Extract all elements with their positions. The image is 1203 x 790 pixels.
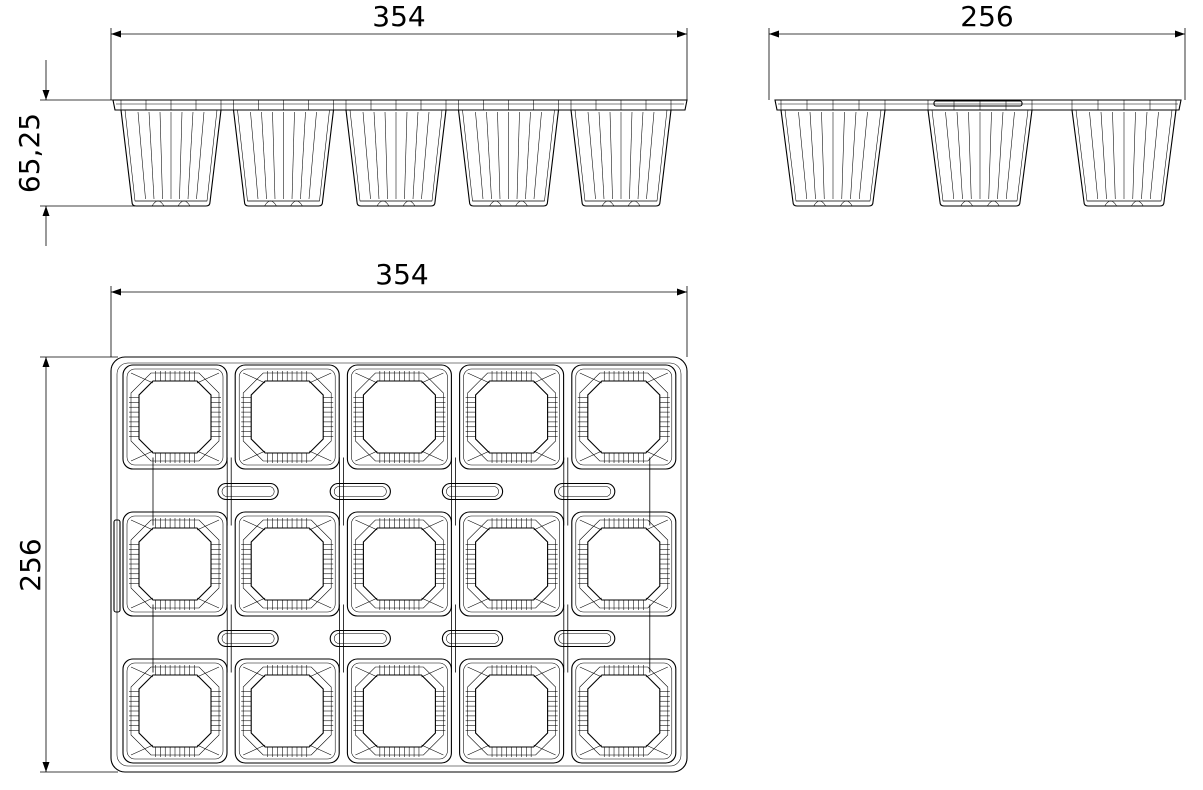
pot-cell-r3-c4: [459, 658, 565, 764]
pot-cell-r3-c5: [571, 658, 677, 764]
pot-cell-r2-c5: [571, 511, 677, 617]
pot-cell-r3-c2: [234, 658, 340, 764]
top-width-label: 354: [375, 258, 428, 291]
front-pot-2: [232, 100, 335, 207]
pot-cell-r2-c4: [459, 511, 565, 617]
front-pot-4: [457, 100, 560, 207]
top-height-label: 256: [14, 538, 47, 591]
front-width-dimension: 354: [110, 0, 688, 100]
pot-cell-r3-c1: [122, 658, 228, 764]
pot-cell-r2-c2: [234, 511, 340, 617]
handle-slot: [113, 519, 121, 613]
front-pot-1: [120, 100, 222, 207]
pot-cell-r1-c2: [234, 364, 340, 470]
pot-cell-r3-c3: [346, 658, 452, 764]
side-width-label: 256: [960, 0, 1013, 33]
pot-cell-r1-c3: [346, 364, 452, 470]
side-view: 256: [768, 0, 1186, 207]
front-pot-5: [570, 100, 672, 207]
top-width-dimension: 354: [110, 258, 688, 357]
pot-cell-r1-c1: [122, 364, 228, 470]
pot-cell-r2-c3: [346, 511, 452, 617]
rib-band-2: [152, 604, 651, 673]
side-cells: [780, 100, 1177, 207]
top-ribs: [152, 457, 651, 673]
side-width-dimension: 256: [768, 0, 1186, 100]
front-pot-3: [345, 100, 447, 207]
top-height-dimension: 256: [14, 356, 118, 773]
pot-cell-r1-c5: [571, 364, 677, 470]
rib-band-1: [152, 457, 651, 526]
side-pot-1: [780, 100, 886, 207]
tray-outline: [110, 356, 688, 773]
front-view: 354 65,25: [13, 0, 688, 246]
front-width-label: 354: [372, 0, 425, 33]
side-pot-2: [927, 100, 1033, 207]
pot-cell-r1-c4: [459, 364, 565, 470]
front-height-label: 65,25: [13, 113, 46, 193]
side-pot-3: [1071, 100, 1177, 207]
top-view: 354 256: [14, 258, 688, 773]
front-height-dimension: 65,25: [13, 60, 135, 246]
front-cells: [120, 100, 672, 207]
top-cells: [122, 364, 677, 764]
pot-cell-r2-c1: [122, 511, 228, 617]
